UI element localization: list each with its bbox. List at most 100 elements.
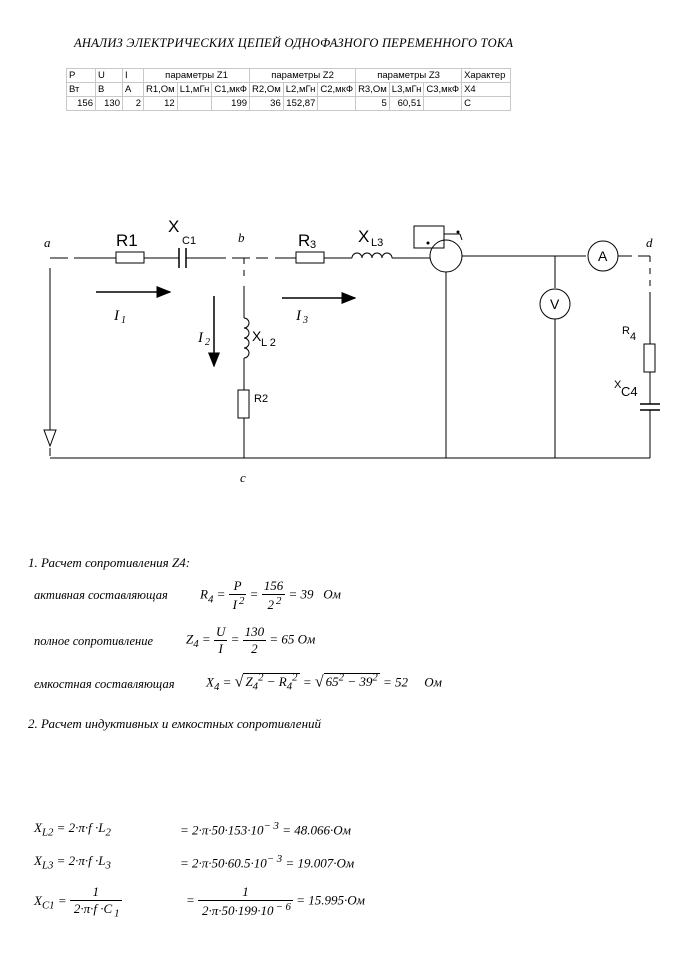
parameters-table: P U I параметры Z1 параметры Z2 параметр… [66,68,512,111]
f-num: 130 [242,624,267,641]
resistor-r1 [115,251,145,264]
xl3-label: X [358,227,369,246]
f-sup: − 3 [266,853,283,865]
table-cell: C [461,96,512,111]
inductor-l3 [351,252,393,259]
f-num: U [213,624,228,641]
node-a-label: a [44,235,51,250]
f-sub: 2 [105,826,111,839]
r3-sub-label: 3 [310,239,316,251]
table-cell: 2 [122,96,144,111]
dot [426,241,430,245]
r1-label: R1 [116,231,138,250]
f-text: X [206,674,214,690]
f-num: 1 [69,884,122,901]
i2-sub-label: 2 [205,337,210,348]
f-text: = 2·π·f ·L [56,820,106,835]
f-sup: 2 [372,672,378,684]
r3-label: R [298,231,310,250]
i3-label: I [295,308,302,324]
resistor-r4 [643,343,656,373]
voltage-arrow-head [43,429,57,448]
f-num: 156 [261,578,286,595]
f-text: Z [245,674,253,690]
xl2-label: X [252,328,262,344]
page-title: АНАЛИЗ ЭЛЕКТРИЧЕСКИХ ЦЕПЕЙ ОДНОФАЗНОГО П… [74,36,514,50]
node-d-label: d [646,235,653,250]
f-sub: 4 [193,638,199,651]
f-result: = 39 [288,586,314,602]
f-text: X [34,892,42,908]
formula-xl2: XL2 = 2·π·f ·L2 [34,820,111,839]
f-result: = 65 Ом [269,631,316,647]
f-text: = 2·π·50·153·10 [180,822,264,838]
sqrt-icon: √ [314,673,324,691]
xc1-label: X [168,217,179,236]
r4-sub-label: 4 [630,331,636,343]
circuit-diagram: a b c d R1 X C1 R 3 X L3 I 1 I 2 I 3 X L… [43,217,660,485]
f-text: 2·π·f ·C [73,901,113,916]
node-b-label: b [238,230,245,245]
f-sup: 2 [292,672,298,684]
f-sub: 3 [105,859,111,872]
f-sup: 2 [275,595,282,607]
f-text: − 39 [347,674,373,690]
f-sup: 2 [239,595,245,607]
radicand: Z42 − R42 [243,672,300,693]
f-sub: 4 [286,680,293,693]
f-num: 1 [198,884,293,901]
table-cell: 12 [143,96,178,111]
table-row: Вт В А R1,Ом L1,мГн C1,мкФ R2,Ом L2,мГн … [66,82,512,97]
f-num: P [228,578,247,595]
f-result: = 19.007·Ом [285,855,355,871]
f-unit: Ом [424,674,442,690]
inductor-l2 [243,317,250,359]
f-sub: 4 [213,680,220,693]
f-sub: C1 [41,899,55,912]
f-sub: 4 [207,593,214,606]
cap-label: емкостная составляющая [34,677,175,691]
f-text: X [34,853,42,868]
f-sub: L2 [41,826,54,839]
formula-xl3-calc: = 2·π·50·60.5·10− 3 = 19.007·Ом [180,853,354,871]
f-den: 2·π·50·199·10− 6 [198,901,293,919]
f-result: = 48.066·Ом [282,822,351,838]
f-text: Z [186,631,194,647]
f-sub: 1 [114,907,120,920]
ammeter-label: A [598,248,608,264]
f-den: I [218,641,223,656]
f-text: = 2·π·f ·L [56,853,106,868]
xc4-label: X [614,379,622,391]
r4-label: R [622,325,630,337]
active-label: активная составляющая [34,588,168,602]
f-text: X [34,820,42,835]
radicand: 652 − 392 [323,672,380,690]
xc1-sub-label: C1 [182,235,196,247]
formula-xl2-calc: = 2·π·50·153·10− 3 = 48.066·Ом [180,820,351,838]
i3-sub-label: 3 [302,315,308,326]
f-result: = 15.995·Ом [296,892,365,908]
table-cell: 5 [355,96,390,111]
f-text: I [232,597,237,613]
f-text: − R [266,674,287,690]
f-sup: − 6 [275,901,291,913]
table-row: 156 130 2 12 199 36 152,87 5 60,51 C [66,96,512,111]
dot [456,230,460,234]
f-sup: 2 [338,672,345,684]
r2-label: R2 [254,393,268,405]
table-cell: X4 [461,82,512,97]
formula-xl3: XL3 = 2·π·f ·L3 [34,853,111,872]
xc4-sub-label: C4 [621,384,638,399]
